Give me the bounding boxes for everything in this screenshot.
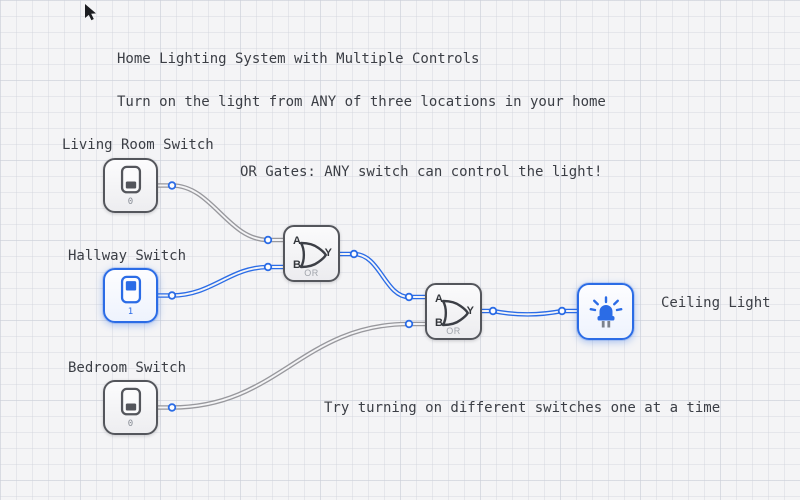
- gate-input-b-label: B: [435, 317, 443, 329]
- connector-pin[interactable]: [404, 292, 414, 302]
- led-lit-icon: [589, 295, 622, 327]
- gate-input-a-label: A: [293, 235, 301, 247]
- wire-gate1-core: [339, 253, 426, 298]
- or-gate-1[interactable]: A B Y OR: [283, 225, 340, 282]
- gate-output-y-label: Y: [324, 247, 332, 259]
- connector-pin[interactable]: [167, 181, 177, 190]
- ceiling-light[interactable]: [577, 283, 634, 340]
- living-room-switch-label: Living Room Switch: [62, 137, 214, 153]
- wire-livingroom-core: [157, 184, 284, 241]
- or-gate-icon: [441, 299, 469, 327]
- or-gate-icon: [299, 241, 327, 269]
- ceiling-light-label: Ceiling Light: [661, 295, 771, 311]
- switch-value: 1: [127, 307, 134, 317]
- gate-caption: OR: [304, 268, 319, 278]
- switch-value: 0: [127, 419, 134, 429]
- connector-pin[interactable]: [557, 306, 567, 316]
- bedroom-switch-label: Bedroom Switch: [68, 360, 187, 376]
- try-switches-hint: Try turning on different switches one at…: [324, 400, 721, 416]
- connector-pin[interactable]: [167, 403, 177, 412]
- gate-caption: OR: [446, 326, 461, 336]
- hallway-switch-label: Hallway Switch: [68, 248, 187, 264]
- mouse-cursor-icon: [85, 4, 96, 21]
- connector-pin[interactable]: [263, 235, 273, 245]
- gate-input-a-label: A: [435, 293, 443, 305]
- connector-pin[interactable]: [404, 319, 414, 329]
- living-room-switch[interactable]: 0: [103, 158, 158, 213]
- or-gate-2[interactable]: A B Y OR: [425, 283, 482, 340]
- page-subtitle: Turn on the light from ANY of three loca…: [117, 94, 606, 110]
- toggle-switch-off-icon: [120, 387, 141, 416]
- wire-hallway-core: [157, 266, 284, 297]
- gate-input-b-label: B: [293, 259, 301, 271]
- gate-output-y-label: Y: [466, 305, 474, 317]
- switch-value: 0: [127, 197, 134, 207]
- wire-bedroom-core: [157, 323, 426, 409]
- connector-pin[interactable]: [488, 306, 498, 316]
- hallway-switch[interactable]: 1: [103, 268, 158, 323]
- page-title: Home Lighting System with Multiple Contr…: [117, 51, 480, 67]
- connector-pin[interactable]: [349, 249, 359, 259]
- connector-pin[interactable]: [263, 262, 273, 272]
- toggle-switch-on-icon: [120, 275, 141, 304]
- or-gates-hint: OR Gates: ANY switch can control the lig…: [240, 164, 603, 180]
- bedroom-switch[interactable]: 0: [103, 380, 158, 435]
- toggle-switch-off-icon: [120, 165, 141, 194]
- connector-pin[interactable]: [167, 291, 177, 300]
